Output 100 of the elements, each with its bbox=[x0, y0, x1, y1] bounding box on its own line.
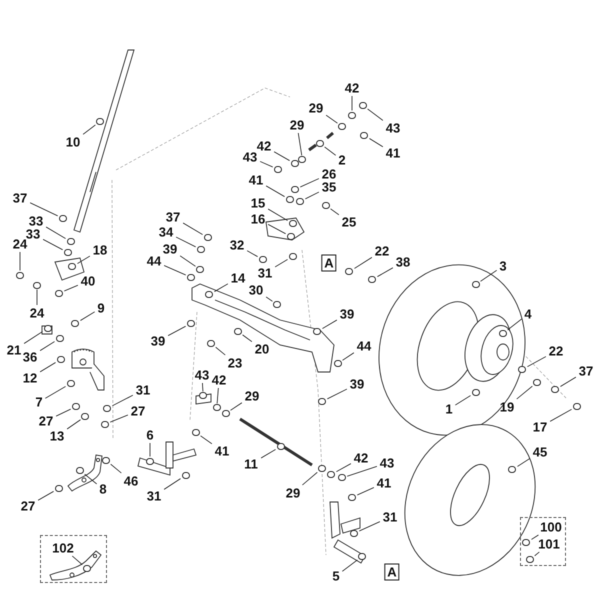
callout-number: 22 bbox=[374, 244, 390, 258]
leader-line bbox=[246, 250, 258, 258]
part-drawing bbox=[186, 320, 195, 328]
leader-line bbox=[40, 341, 55, 352]
callout-number: 18 bbox=[92, 244, 108, 256]
part-drawing bbox=[66, 238, 75, 246]
part-drawing bbox=[206, 340, 215, 347]
leader-line bbox=[560, 376, 576, 387]
part-drawing bbox=[291, 186, 300, 193]
leader-line bbox=[215, 346, 226, 356]
callout-number: 27 bbox=[20, 500, 36, 512]
part-drawing bbox=[72, 403, 80, 410]
part-drawing bbox=[196, 246, 205, 253]
leader-line bbox=[324, 146, 336, 156]
part-drawing bbox=[522, 539, 530, 546]
part-drawing bbox=[338, 474, 346, 482]
leader-line bbox=[480, 270, 498, 282]
callout-number: 24 bbox=[12, 238, 28, 250]
callout-number: 27 bbox=[38, 414, 54, 428]
leader-line bbox=[550, 408, 572, 422]
callout-number: 6 bbox=[146, 428, 154, 442]
callout-number: 41 bbox=[248, 174, 264, 186]
part-drawing bbox=[318, 398, 326, 405]
callout-number: 29 bbox=[290, 118, 304, 132]
part-drawing bbox=[58, 214, 67, 222]
part-drawing bbox=[274, 166, 282, 173]
callout-number: 43 bbox=[242, 150, 258, 164]
callout-number: 3 bbox=[499, 260, 507, 272]
leader-line bbox=[377, 267, 394, 278]
callout-number: 19 bbox=[500, 400, 514, 414]
part-drawing bbox=[102, 456, 110, 464]
callout-number: 23 bbox=[228, 356, 242, 370]
callout-number: 33 bbox=[28, 214, 44, 228]
callout-number: 41 bbox=[214, 444, 230, 458]
part-drawing bbox=[196, 266, 204, 274]
leader-line bbox=[64, 284, 78, 292]
leader-line bbox=[268, 224, 286, 234]
leader-line bbox=[356, 487, 374, 496]
part-drawing bbox=[316, 140, 324, 147]
part-drawing bbox=[345, 268, 354, 276]
leader-line bbox=[534, 552, 540, 556]
callout-number: 4 bbox=[524, 308, 532, 320]
callout-number: 29 bbox=[286, 486, 300, 500]
leader-line bbox=[77, 256, 90, 264]
callout-number: 43 bbox=[194, 368, 210, 382]
leader-line bbox=[80, 311, 96, 321]
leader-line bbox=[274, 151, 290, 162]
leader-line bbox=[526, 356, 546, 368]
leader-line bbox=[180, 255, 196, 267]
leader-line bbox=[330, 208, 340, 216]
leader-line bbox=[216, 388, 219, 404]
callout-number: 43 bbox=[386, 122, 400, 134]
leader-line bbox=[326, 114, 338, 124]
callout-number: 44 bbox=[146, 254, 162, 268]
callout-number: 37 bbox=[578, 364, 594, 378]
part-drawing bbox=[56, 356, 65, 363]
leader-line bbox=[268, 208, 288, 221]
leader-line bbox=[110, 414, 128, 423]
callout-number: 41 bbox=[376, 476, 392, 490]
callout-number: 1 bbox=[445, 402, 453, 416]
callout-number: 8 bbox=[99, 482, 107, 496]
callout-number: 39 bbox=[340, 308, 354, 320]
kit-frame bbox=[520, 517, 566, 566]
part-drawing bbox=[83, 565, 92, 572]
callout-number: 25 bbox=[342, 216, 356, 228]
leader-line bbox=[202, 382, 204, 392]
callout-number: 39 bbox=[350, 378, 364, 390]
callout-number: 29 bbox=[308, 102, 324, 114]
callout-number: 36 bbox=[22, 350, 38, 364]
callout-number: 32 bbox=[230, 238, 244, 252]
leader-line bbox=[507, 318, 522, 330]
part-drawing bbox=[334, 360, 342, 368]
part-drawing bbox=[76, 466, 84, 474]
kit-frame bbox=[40, 535, 107, 583]
callout-number: 37 bbox=[166, 210, 180, 224]
leader-line bbox=[44, 386, 66, 399]
part-drawing bbox=[348, 112, 356, 118]
leader-line bbox=[40, 362, 56, 372]
leader-line bbox=[322, 320, 338, 329]
callout-number: 17 bbox=[532, 420, 548, 434]
part-drawing bbox=[533, 378, 542, 386]
part-drawing bbox=[71, 320, 80, 328]
leader-line bbox=[326, 388, 348, 400]
part-drawing bbox=[234, 328, 242, 335]
callout-number: 31 bbox=[258, 266, 272, 280]
part-drawing bbox=[296, 198, 304, 205]
callout-number: 101 bbox=[538, 538, 560, 550]
part-drawing bbox=[204, 234, 212, 242]
leader-line bbox=[72, 556, 83, 566]
part-drawing bbox=[526, 556, 534, 564]
leader-line bbox=[36, 289, 38, 306]
callout-number: 42 bbox=[212, 374, 226, 386]
callout-number: 44 bbox=[356, 340, 372, 352]
leader-line bbox=[214, 283, 228, 292]
part-drawing bbox=[146, 458, 154, 464]
callout-number: 20 bbox=[254, 342, 270, 356]
leader-line bbox=[110, 464, 122, 474]
callout-number: 42 bbox=[354, 452, 368, 464]
leader-line bbox=[304, 192, 320, 200]
leader-line bbox=[517, 458, 530, 467]
